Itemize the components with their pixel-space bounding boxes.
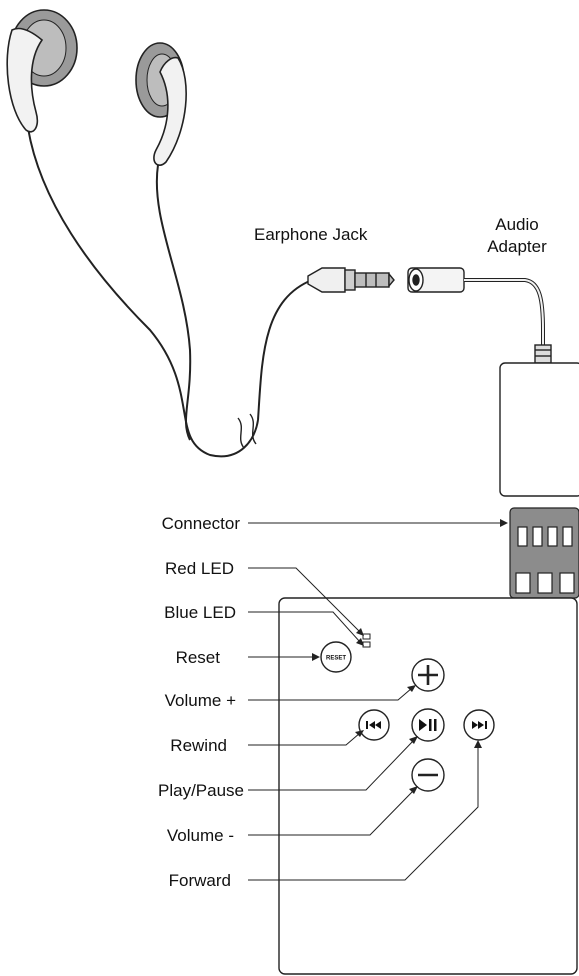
play-pause-button[interactable]	[411, 708, 445, 742]
earbud-left-icon	[6, 9, 78, 133]
earphone-jack-plug	[307, 267, 395, 293]
blue-led	[362, 641, 371, 648]
label-volume-up: Volume +	[165, 691, 236, 710]
earphone-cable-to-jack	[257, 279, 313, 421]
leader-blue-led	[248, 611, 361, 643]
leader-volume-down	[248, 789, 415, 836]
audio-adapter	[407, 267, 579, 497]
leader-lines	[248, 522, 502, 881]
earphone-cable-right	[155, 164, 192, 441]
earbud-right-icon	[135, 42, 187, 166]
label-reset: Reset	[176, 648, 221, 667]
rewind-icon	[366, 721, 381, 729]
earphones	[6, 9, 313, 458]
cable-break-mark	[237, 413, 257, 449]
label-forward: Forward	[169, 871, 231, 890]
red-led	[362, 633, 371, 640]
leader-rewind	[248, 732, 361, 746]
label-audio-adapter-line2: Adapter	[487, 237, 547, 256]
label-blue-led: Blue LED	[164, 603, 236, 622]
earphone-cable-left	[27, 127, 259, 458]
plus-icon	[418, 665, 438, 685]
leader-forward	[248, 745, 479, 881]
label-red-led: Red LED	[165, 559, 234, 578]
play-pause-icon	[419, 719, 437, 731]
volume-down-button[interactable]	[411, 758, 445, 792]
reset-button[interactable]: RESET	[320, 641, 352, 673]
leader-red-led	[248, 567, 361, 633]
label-earphone-jack: Earphone Jack	[254, 225, 368, 244]
adapter-body	[499, 362, 579, 497]
rewind-button[interactable]	[358, 709, 390, 741]
leader-play-pause	[248, 739, 415, 791]
usb-connector	[509, 507, 579, 599]
leader-arrowheads	[312, 519, 508, 794]
leader-volume-up	[248, 687, 413, 701]
label-connector: Connector	[162, 514, 241, 533]
label-audio-adapter-line1: Audio	[495, 215, 538, 234]
label-volume-down: Volume -	[167, 826, 234, 845]
reset-button-text: RESET	[326, 656, 346, 662]
labels: Earphone Jack Audio Adapter Connector Re…	[158, 215, 547, 890]
label-rewind: Rewind	[170, 736, 227, 755]
volume-up-button[interactable]	[411, 658, 445, 692]
forward-button[interactable]	[463, 709, 495, 741]
label-play-pause: Play/Pause	[158, 781, 244, 800]
forward-icon	[472, 721, 487, 729]
